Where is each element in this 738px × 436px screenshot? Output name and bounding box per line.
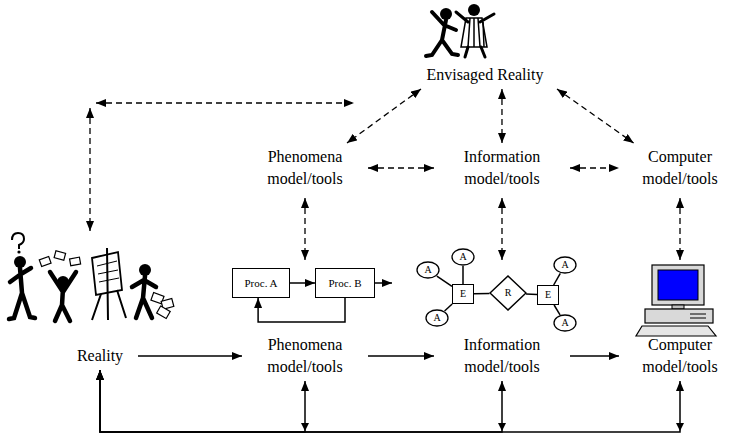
dancer-figure: [456, 12, 494, 57]
figure-head: [468, 4, 480, 16]
person-figure: [9, 268, 35, 319]
attribute-ellipse: A: [553, 314, 577, 332]
scattered-paper: [157, 306, 171, 318]
node-text: Proc. A: [245, 277, 278, 290]
connector-line: [368, 355, 434, 357]
connector-line: [437, 276, 452, 286]
striped-robe: [461, 18, 487, 47]
dashed-arrow: [679, 198, 680, 260]
connector-line: [100, 370, 680, 432]
node-text: A: [561, 317, 568, 329]
node-text: E: [460, 288, 466, 300]
dashed-connector: [557, 89, 634, 143]
monitor-frame: [652, 265, 704, 305]
person-figure: [50, 272, 76, 321]
concept-label: Computer model/tools: [622, 146, 738, 190]
concept-label: Envisaged Reality: [405, 64, 565, 86]
concept-label: Information model/tools: [437, 334, 567, 378]
flying-paper: [54, 251, 65, 260]
node-text: A: [433, 312, 440, 324]
computer-case: [645, 309, 713, 323]
attribute-ellipse: A: [553, 256, 577, 274]
connector-line: [554, 305, 560, 315]
dashed-arrow: [96, 102, 354, 103]
node-text: Information model/tools: [437, 146, 567, 190]
node-text: E: [545, 289, 551, 301]
concept-label: Computer model/tools: [622, 334, 738, 378]
easel-legs: [92, 248, 126, 320]
connector-line: [100, 370, 305, 432]
entity-box: E: [452, 284, 474, 304]
connector-line: [100, 370, 502, 432]
node-text: Computer model/tools: [622, 334, 738, 378]
dashed-connector: [347, 89, 421, 143]
keyboard: [636, 326, 716, 336]
connector-line: [462, 266, 464, 284]
node-text: A: [561, 259, 568, 271]
ellipse-outline: [417, 262, 439, 278]
relationship-diamond: R: [489, 275, 527, 311]
node-text: Envisaged Reality: [427, 64, 544, 86]
connector-line: [445, 304, 453, 311]
process-box: Proc. A: [232, 268, 290, 298]
connector-line: [138, 355, 242, 357]
dashed-connector: [570, 167, 619, 168]
attribute-ellipse: A: [451, 248, 475, 266]
concept-label: Phenomena model/tools: [245, 146, 365, 190]
question-mark: [12, 233, 24, 249]
ellipse-outline: [426, 310, 448, 326]
connector-line: [570, 355, 619, 357]
dashed-arrow: [304, 198, 305, 260]
flying-paper: [39, 256, 51, 266]
ellipse-outline: [554, 315, 576, 331]
flying-paper: [70, 257, 81, 266]
monitor-stand: [672, 305, 684, 309]
connector-line: [258, 298, 345, 322]
dashed-connector: [501, 89, 502, 143]
monitor-screen: [658, 270, 698, 300]
dancer-figure: [426, 12, 458, 56]
entity-box: E: [537, 285, 559, 305]
ellipse-outline: [554, 257, 576, 273]
node-text: Proc. B: [329, 277, 362, 290]
node-text: Phenomena model/tools: [245, 146, 365, 190]
diamond-outline: [490, 276, 526, 310]
concept-label: Information model/tools: [437, 146, 567, 190]
node-text: Phenomena model/tools: [245, 334, 365, 378]
node-text: Computer model/tools: [622, 146, 738, 190]
connector-line: [290, 282, 315, 284]
connector-line: [554, 273, 561, 285]
drive-slot: [690, 314, 706, 318]
attribute-ellipse: A: [425, 309, 449, 327]
dashed-arrow: [501, 198, 502, 260]
process-box: Proc. B: [315, 268, 375, 298]
attribute-ellipse: A: [416, 261, 440, 279]
node-text: A: [424, 264, 431, 276]
ellipse-outline: [452, 249, 474, 265]
node-text: Reality: [77, 345, 123, 367]
concept-label: Reality: [65, 345, 135, 367]
dashed-connector: [368, 167, 434, 168]
node-text: R: [505, 287, 512, 299]
connector-line: [474, 293, 489, 295]
node-text: Information model/tools: [437, 334, 567, 378]
question-mark: [17, 250, 20, 253]
node-text: A: [459, 251, 466, 263]
dashed-arrow: [89, 108, 90, 231]
connector-line: [526, 293, 537, 295]
concept-label: Phenomena model/tools: [245, 334, 365, 378]
output-arrow: [375, 282, 392, 284]
